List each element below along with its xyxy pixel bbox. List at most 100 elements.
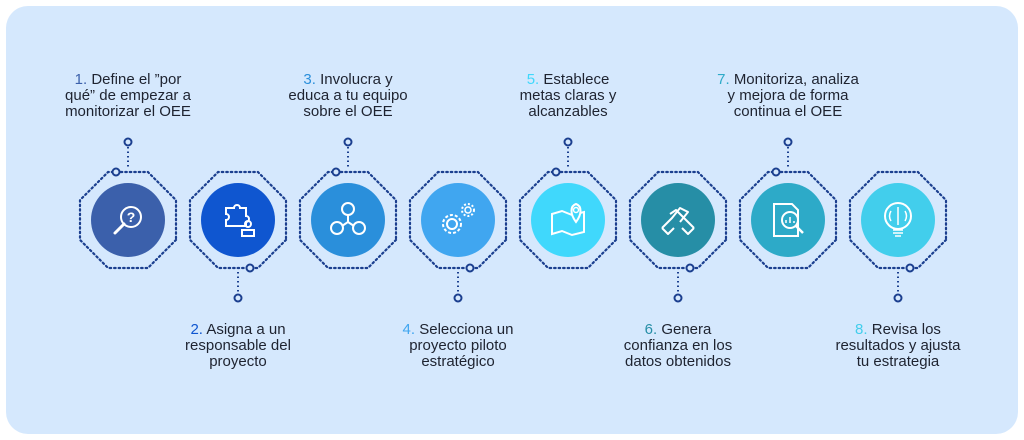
step-number: 8. [855,321,872,338]
pin-node [783,137,793,147]
step-number: 4. [402,321,420,338]
step-text: Involucra y [320,71,393,88]
dotted-octagon [298,170,398,270]
label-line: continua el OEE [708,104,868,120]
ring-node [551,167,561,177]
step-text: y mejora de forma [727,87,849,104]
step-circle [531,183,605,257]
step-text: tu estrategia [856,353,940,370]
pin-node [453,293,463,303]
step-circle [641,183,715,257]
step-text: Establece [543,71,610,88]
ring-node [331,167,341,177]
dotted-octagon [78,170,178,270]
puzzle [225,204,250,227]
pin-node [893,293,903,303]
label-line: responsable del [158,338,318,354]
links [341,215,355,227]
ring-node [905,263,915,273]
label-line: 2. Asigna a un [158,322,318,338]
dotted-octagon [848,170,948,270]
ring-node [685,263,695,273]
dotted-octagon [738,170,838,270]
report-analysis-icon [773,203,804,237]
step-circle [91,183,165,257]
step-circle [421,183,495,257]
step-number: 5. [526,71,544,88]
dotted-octagon [518,170,618,270]
step-text: Selecciona un [419,321,514,338]
label-line: 6. Genera [598,322,758,338]
step-text: monitorizar el OEE [65,103,191,120]
pin-node [343,137,353,147]
person [352,221,366,235]
label-line: estratégico [378,354,538,370]
step-circle [201,183,275,257]
step-5 [518,137,618,270]
step-text: datos obtenidos [625,353,731,370]
gear-big [442,214,462,234]
step-6 [628,170,728,303]
handle [113,222,126,235]
step-text: Monitoriza, analiza [733,71,859,88]
map [551,209,585,237]
ring-node [465,263,475,273]
step-8 [848,170,948,303]
label-line: confianza en los [598,338,758,354]
pin-node [233,293,243,303]
label-line: 8. Revisa los [818,322,978,338]
dotted-octagon [188,170,288,270]
step-text: proyecto [209,353,267,370]
label-line: 1. Define el ”por [48,72,208,88]
label-line: alcanzables [488,104,648,120]
ring-node [245,263,255,273]
step-number: 6. [644,321,662,338]
step-text: qué” de empezar a [65,87,191,104]
step-7 [738,137,838,270]
step-text: confianza en los [623,337,733,354]
step-text: proyecto piloto [409,337,507,354]
gear-small-hub [464,206,472,214]
step-text: educa a tu equipo [288,87,408,104]
label-line: proyecto [158,354,318,370]
handle [795,225,804,234]
base [893,229,903,237]
step-text: Asigna a un [206,321,286,338]
question-mark: ? [127,209,136,225]
label-line: resultados y ajusta [818,338,978,354]
ring-node [771,167,781,177]
label-line: sobre el OEE [268,104,428,120]
head [244,220,252,228]
handshake-icon [661,207,695,235]
step-number: 3. [303,71,321,88]
puzzle-person-icon [225,204,255,237]
step-text: responsable del [185,337,291,354]
pin-node [123,137,133,147]
step-number: 1. [74,71,92,88]
map-pin-icon [551,202,585,237]
step-text: Revisa los [871,321,941,338]
gear-small [461,203,475,217]
gear-big-hub [446,218,458,230]
step-text: sobre el OEE [303,103,393,120]
label-line: datos obtenidos [598,354,758,370]
hands [661,207,695,235]
step-text: Genera [661,321,712,338]
label-line: y mejora de forma [708,88,868,104]
gears-icon [442,203,475,234]
pin-node [673,293,683,303]
label-line: proyecto piloto [378,338,538,354]
bulb [884,202,912,230]
ring-node [111,167,121,177]
brain-bulb-icon [884,202,912,237]
step-text: estratégico [421,353,495,370]
label-line: 7. Monitoriza, analiza [708,72,868,88]
